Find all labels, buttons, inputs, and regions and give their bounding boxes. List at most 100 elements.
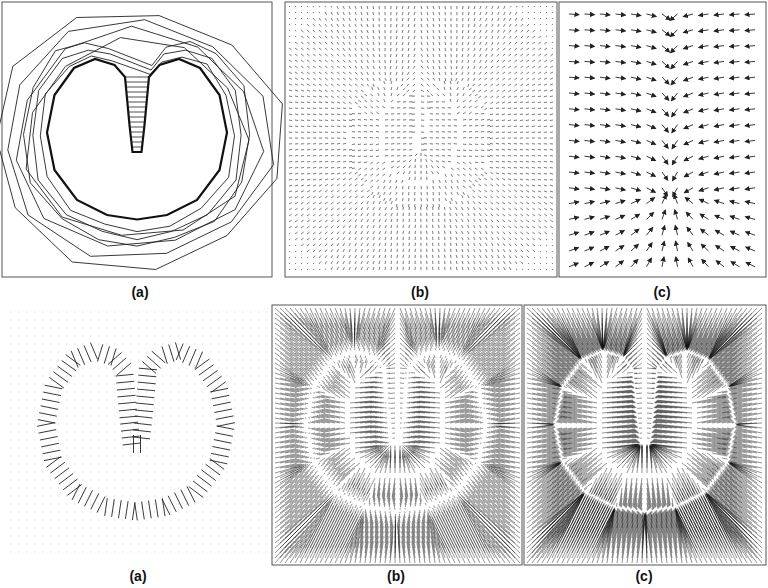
field-arrow	[616, 200, 626, 203]
snake-contour	[40, 56, 234, 232]
field-arrow	[745, 109, 755, 110]
snake-iteration	[126, 92, 147, 93]
snake-contour	[33, 50, 241, 240]
field-arrow	[730, 109, 740, 110]
field-arrow	[730, 188, 740, 190]
field-arrow	[631, 244, 638, 251]
field-arrow	[585, 77, 595, 79]
snake-iteration	[130, 132, 143, 133]
field-arrow	[569, 188, 579, 189]
field-arrow	[569, 93, 579, 95]
snake-iteration	[128, 107, 146, 108]
snake-contour	[16, 26, 263, 246]
field-arrow	[631, 229, 639, 235]
field-arrow	[662, 14, 670, 20]
field-arrow	[600, 125, 610, 126]
field-arrow	[745, 140, 755, 141]
field-arrow	[699, 172, 709, 175]
field-arrow	[684, 93, 693, 97]
field-arrow	[585, 232, 594, 235]
field-arrow	[631, 214, 640, 219]
field-arrow	[569, 202, 579, 204]
panel-frame	[285, 2, 557, 277]
field-arrow	[674, 194, 678, 203]
field-arrow	[714, 156, 724, 158]
panel-frame	[524, 305, 766, 565]
field-arrow	[631, 77, 641, 79]
panel-frame	[272, 305, 522, 565]
field-arrow	[600, 61, 610, 62]
field-arrow	[569, 248, 578, 251]
field-arrow	[731, 246, 740, 251]
gvf-field	[289, 6, 553, 270]
field-arrow	[730, 29, 740, 31]
field-arrow	[631, 61, 641, 63]
field-arrow	[671, 46, 678, 53]
field-arrow	[585, 45, 595, 47]
field-arrow	[699, 109, 709, 111]
field-arrow	[662, 109, 669, 116]
field-arrow	[745, 93, 755, 94]
field-arrow	[616, 61, 626, 62]
field-arrow	[631, 125, 641, 128]
field-arrow	[672, 156, 677, 165]
field-arrow	[745, 125, 755, 126]
field-arrow	[715, 200, 724, 203]
field-arrow	[672, 125, 678, 133]
field-arrow	[631, 14, 641, 16]
field-arrow	[662, 226, 665, 236]
field-arrow	[616, 30, 626, 31]
field-arrow	[600, 156, 610, 158]
field-arrow	[699, 46, 709, 48]
field-arrow	[600, 109, 610, 110]
snake-iteration	[130, 127, 145, 128]
field-arrow	[730, 46, 740, 47]
field-arrow	[616, 77, 626, 79]
field-arrow	[616, 140, 626, 142]
field-arrow	[671, 93, 677, 101]
field-arrow	[684, 156, 693, 161]
field-arrow	[662, 140, 668, 148]
field-arrow	[745, 61, 755, 63]
field-arrow	[746, 232, 755, 235]
field-arrow	[647, 258, 652, 267]
panel-label: (c)	[653, 284, 670, 300]
edge-gradient	[37, 342, 235, 520]
field-arrow	[687, 227, 693, 235]
field-arrow	[700, 214, 708, 219]
snake-contour	[26, 38, 249, 236]
snake-iteration	[129, 117, 146, 118]
field-arrow	[600, 93, 610, 94]
field-arrow	[569, 217, 579, 219]
snake-iteration	[127, 102, 146, 103]
field-arrow	[730, 216, 739, 219]
field-arrow	[701, 229, 709, 235]
field-arrow	[616, 172, 626, 174]
field-arrow	[671, 61, 678, 68]
field-arrow	[585, 172, 595, 173]
field-arrow	[631, 188, 641, 191]
field-arrow	[714, 93, 724, 95]
field-arrow	[631, 260, 638, 267]
field-arrow	[714, 125, 724, 127]
field-arrow	[569, 29, 579, 31]
field-arrow	[684, 140, 693, 144]
panel-label: (b)	[411, 284, 429, 300]
field-arrow	[730, 231, 739, 235]
field-arrow	[714, 61, 724, 62]
field-arrow	[600, 46, 610, 47]
field-arrow	[730, 61, 740, 62]
field-arrow	[631, 93, 641, 95]
field-arrow	[647, 172, 656, 176]
field-arrow	[688, 243, 693, 251]
field-arrow	[647, 156, 656, 160]
field-arrow	[683, 30, 693, 33]
field-arrow	[684, 125, 693, 129]
snake-contour	[8, 20, 274, 257]
field-arrow	[585, 262, 594, 266]
snake-iteration	[127, 97, 147, 98]
panel-label: (a)	[131, 284, 148, 300]
field-arrow	[662, 241, 664, 251]
field-arrow	[647, 227, 653, 235]
